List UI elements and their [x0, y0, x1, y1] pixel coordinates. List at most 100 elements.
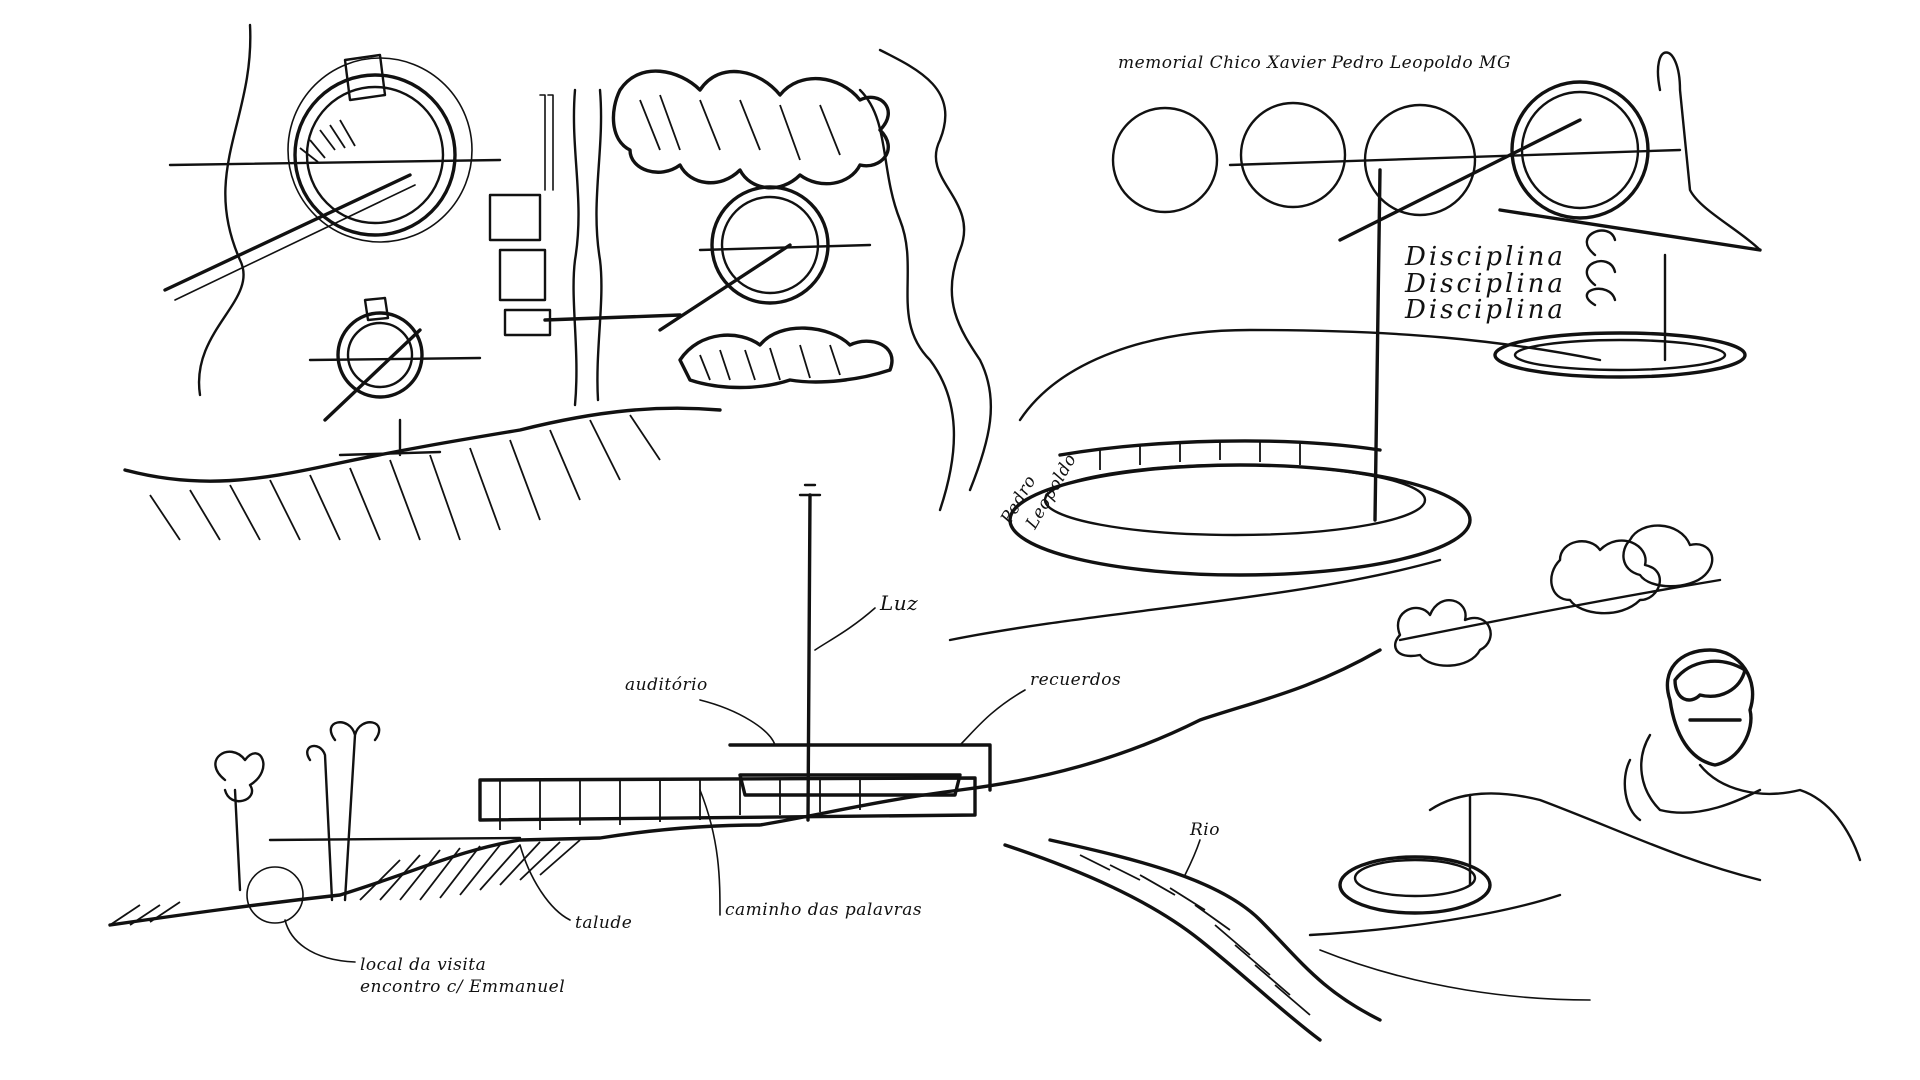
- study-tower-outline: [1656, 51, 1762, 252]
- large-circle-plan: [293, 73, 457, 237]
- small-circle-inner: [346, 321, 414, 389]
- study-diagonal-2: [1498, 208, 1762, 252]
- talude-hatching: [109, 839, 581, 926]
- caminho-label: caminho das palavras: [725, 900, 922, 920]
- perspective-platform-right-inner: [1513, 338, 1727, 372]
- portrait-hair: [1673, 659, 1747, 702]
- portrait-arm: [1640, 733, 1762, 814]
- hill-hatching: [149, 414, 661, 541]
- pavilion-roof: [478, 776, 977, 822]
- river-bank-left: [1003, 843, 1322, 1042]
- study-circle-4: [1510, 80, 1650, 220]
- caminho-leader: [699, 789, 721, 916]
- auditorio-label: auditório: [625, 675, 708, 695]
- hill-tree-2: [1550, 539, 1661, 615]
- study-circle-2: [1239, 101, 1347, 209]
- river-bank-right: [1048, 838, 1382, 1022]
- winding-path-2: [858, 88, 956, 512]
- small-axis-diagonal: [323, 328, 422, 422]
- portrait-head: [1665, 648, 1755, 767]
- light-mast: [806, 493, 812, 822]
- study-circle-4-inner: [1520, 90, 1640, 210]
- road-line-1: [572, 88, 580, 407]
- auditorium-roof: [728, 743, 992, 792]
- large-circle-inner: [305, 85, 445, 225]
- winding-path: [878, 48, 993, 492]
- ground-line-center: [948, 558, 1442, 642]
- tree-small: [214, 750, 265, 892]
- platform-columns: [1099, 440, 1301, 470]
- discipline-label-1: Disciplina: [1404, 242, 1566, 272]
- tall-mast: [1373, 168, 1382, 522]
- light-mast-top: [798, 483, 822, 497]
- portrait-shoulders: [1698, 763, 1862, 862]
- rio-label: Rio: [1189, 820, 1220, 840]
- platform-deck: [1058, 439, 1382, 457]
- study-axis: [1228, 148, 1682, 167]
- small-axis-line: [308, 356, 482, 362]
- hill-section-line: [123, 406, 722, 483]
- palm-tree-2: [306, 744, 334, 902]
- study-circle-1: [1111, 106, 1219, 214]
- hill-ridge: [1398, 578, 1722, 642]
- local-label-1: local da visita: [360, 955, 486, 975]
- small-circle-plan: [336, 311, 424, 399]
- plan-square-marker: [343, 53, 387, 102]
- central-diagonal: [658, 243, 792, 332]
- top-right-study: memorial Chico Xavier Pedro Leopoldo MG …: [948, 51, 1762, 642]
- road-line-2: [595, 88, 603, 402]
- river-ground-line-2: [1319, 949, 1591, 1001]
- terrain-edge-line: [197, 23, 252, 397]
- bottom-right-study: Rio: [1003, 524, 1862, 1042]
- river-ground-line: [1308, 893, 1562, 937]
- memorial-title: memorial Chico Xavier Pedro Leopoldo MG: [1118, 53, 1511, 73]
- luz-leader: [814, 607, 876, 651]
- pavilion-columns: [499, 780, 861, 830]
- hill-building: [338, 418, 442, 457]
- study-diagonal: [1338, 118, 1582, 242]
- plaza-line: [268, 836, 522, 842]
- canopy-hatching: [639, 94, 841, 161]
- river-platform-inner: [1353, 858, 1477, 898]
- portrait-hand: [1623, 758, 1642, 822]
- tree-canopy-cluster: [611, 69, 890, 190]
- seal-scribbles: [1585, 229, 1617, 307]
- talude-leader: [519, 844, 571, 921]
- auditorio-leader: [699, 699, 776, 746]
- large-circle-outer: [287, 57, 473, 243]
- central-circle-inner: [720, 195, 820, 295]
- luz-label: Luz: [879, 591, 918, 615]
- hill-tree-1: [1394, 599, 1492, 667]
- discipline-label-3: Disciplina: [1404, 295, 1566, 325]
- river-hatching: [1079, 854, 1311, 1016]
- sky-arc: [1018, 328, 1602, 422]
- lower-tree-cluster: [678, 326, 894, 390]
- discipline-label-2: Disciplina: [1404, 269, 1566, 299]
- talude-label: talude: [575, 913, 632, 933]
- recuerdos-leader: [959, 689, 1026, 746]
- rio-leader: [1184, 839, 1201, 876]
- building-lines: [539, 94, 554, 191]
- plan-hatching: [299, 119, 356, 163]
- lower-tree-hatching: [699, 344, 841, 381]
- palm-tree-1: [329, 721, 381, 902]
- axis-line-diagonal-2: [174, 184, 416, 301]
- visit-location-circle: [246, 866, 304, 924]
- local-label-2: encontro c/ Emmanuel: [360, 977, 565, 997]
- perspective-platform-right: [1493, 331, 1747, 379]
- auditorium-block: [738, 773, 962, 797]
- top-left-plan: [123, 23, 993, 541]
- axis-line-diagonal: [163, 173, 412, 292]
- recuerdos-label: recuerdos: [1030, 670, 1121, 690]
- central-circle-plan: [710, 185, 830, 305]
- perspective-platform-main-inner: [1043, 463, 1427, 537]
- section-ground-line: [108, 648, 1382, 927]
- river-horizon: [1428, 792, 1762, 882]
- small-square-marker: [363, 296, 390, 322]
- building-blocks: [488, 193, 552, 337]
- bottom-left-section: Luz auditório recuerdos: [108, 483, 1382, 997]
- river-platform: [1338, 855, 1492, 915]
- hill-tree-3: [1622, 524, 1714, 588]
